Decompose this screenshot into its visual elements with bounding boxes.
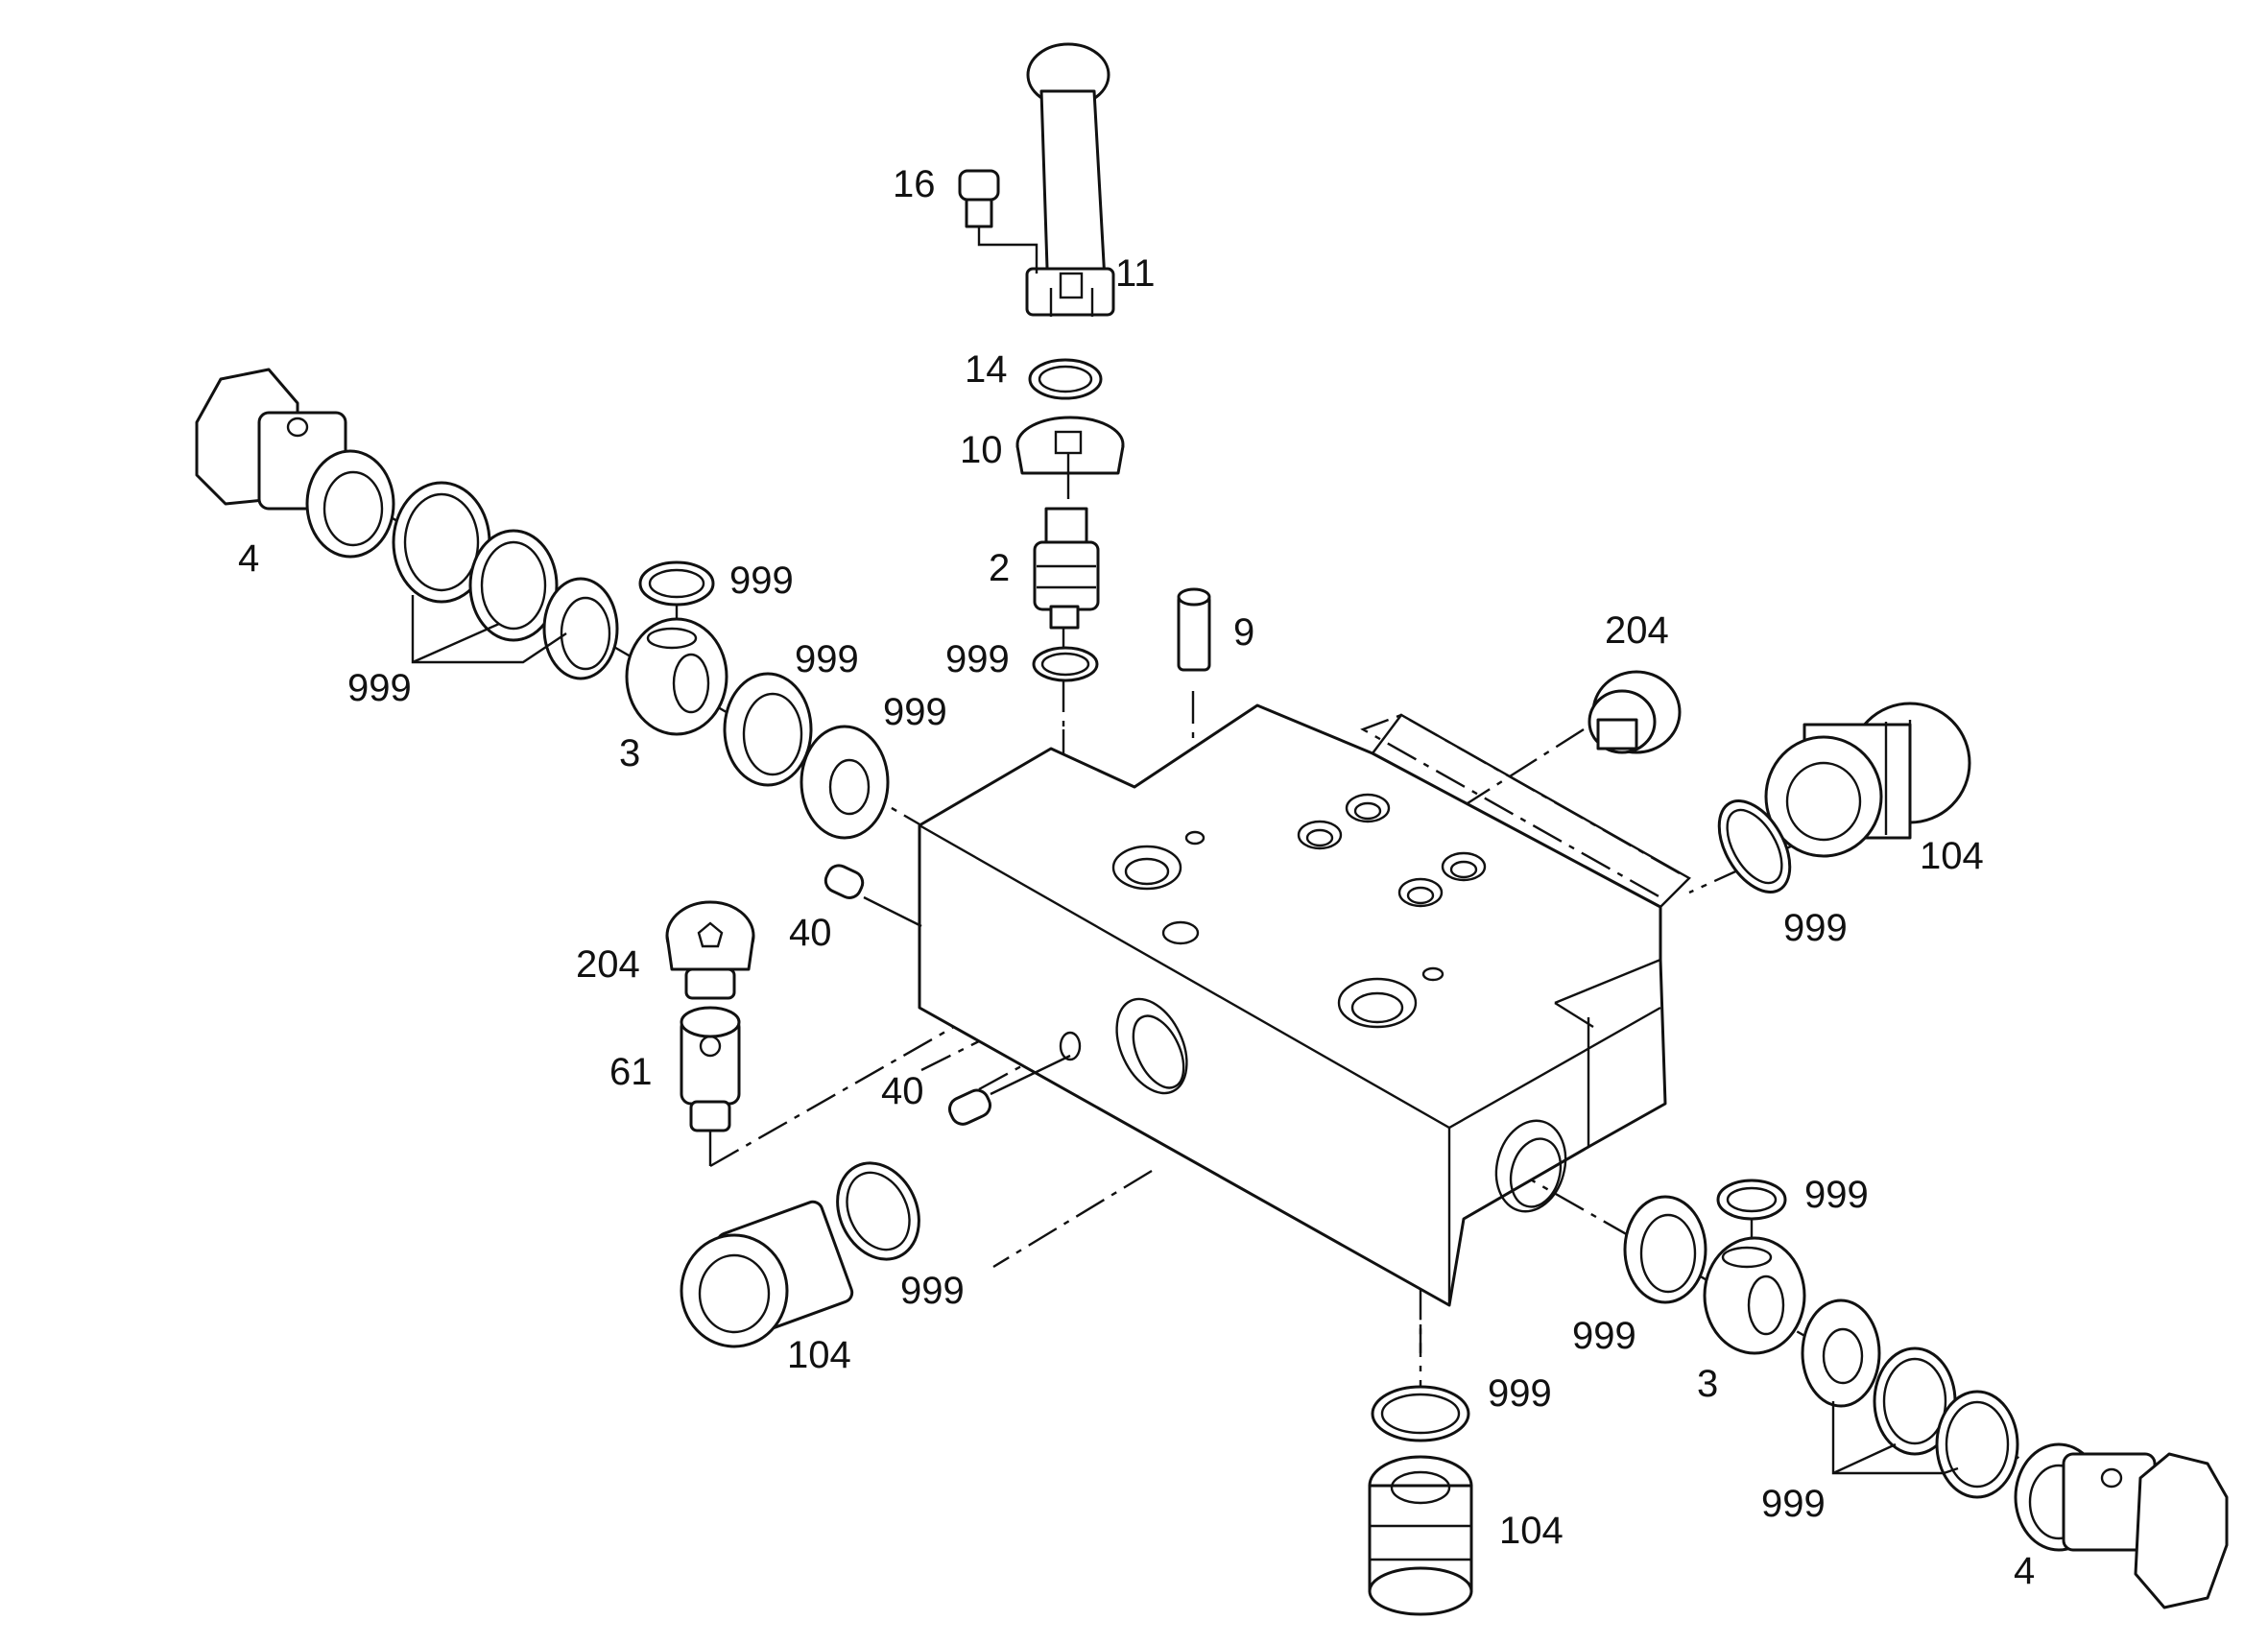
callout-104-right: 104 — [1920, 835, 1984, 877]
callout-104-front: 104 — [787, 1334, 851, 1376]
lever-handle — [1025, 42, 1115, 317]
washer-left — [638, 560, 715, 629]
seal-left-1 — [542, 577, 619, 680]
ball-3-right — [1703, 1236, 1806, 1355]
manifold-block — [918, 703, 1691, 1307]
callout-204-right: 204 — [1605, 609, 1669, 652]
callout-40-upper: 40 — [789, 912, 832, 954]
o-ring-stem — [1032, 646, 1099, 682]
callout-999-left-group: 999 — [347, 667, 412, 709]
callout-16: 16 — [893, 163, 936, 205]
callout-3-left: 3 — [619, 732, 640, 774]
plug-204-right — [1588, 670, 1682, 754]
o-ring-bottom — [1371, 1385, 1470, 1442]
check-valve-61 — [680, 1006, 741, 1166]
callout-999-left-washer: 999 — [729, 560, 794, 602]
callout-999-front: 999 — [900, 1270, 965, 1312]
set-screw-40-upper — [824, 864, 922, 928]
plug-204-left — [665, 900, 755, 1000]
callout-11: 11 — [1115, 252, 1156, 295]
callout-204-left: 204 — [576, 943, 640, 986]
callout-999-stem: 999 — [945, 638, 1010, 680]
o-ring-right — [1717, 799, 1792, 893]
seal-left-2 — [723, 672, 813, 787]
callout-999-left-ring: 999 — [883, 691, 947, 733]
leader-right-group — [1831, 1401, 1959, 1475]
callout-999-right-washer: 999 — [1804, 1174, 1869, 1216]
callout-4-right: 4 — [2014, 1550, 2035, 1592]
callout-3-right: 3 — [1697, 1363, 1718, 1405]
callout-999-left-seal: 999 — [795, 638, 859, 680]
callout-9: 9 — [1233, 611, 1254, 654]
seal-right-1 — [1623, 1195, 1707, 1304]
ring-left — [800, 725, 890, 840]
spool-2 — [1033, 507, 1100, 630]
callout-40-lower: 40 — [881, 1070, 924, 1112]
callout-2: 2 — [989, 547, 1010, 589]
set-screw-40-lower — [947, 1054, 1071, 1126]
callout-10: 10 — [960, 429, 1003, 471]
bolt-16 — [958, 169, 1039, 274]
washer-right — [1716, 1179, 1787, 1243]
callouts: 16 11 14 10 2 999 9 204 104 999 4 999 99… — [238, 163, 2035, 1592]
o-ring-left-2 — [468, 529, 559, 642]
pin-9 — [1177, 587, 1211, 672]
leader-left-group-2 — [412, 622, 500, 664]
callout-999-right-group: 999 — [1761, 1483, 1826, 1525]
callout-4-left: 4 — [238, 537, 259, 580]
callout-14: 14 — [965, 348, 1008, 391]
callout-999-bottom: 999 — [1488, 1372, 1552, 1415]
o-ring-right-2 — [1935, 1390, 2019, 1499]
snap-ring-14 — [1028, 358, 1103, 400]
leader-right-group-2 — [1832, 1442, 1897, 1475]
callout-999-right-seal: 999 — [1572, 1315, 1636, 1357]
callout-61: 61 — [609, 1051, 653, 1093]
fitting-104-right — [1764, 702, 1971, 858]
ring-right — [1801, 1299, 1881, 1408]
detent-plate-10 — [1015, 416, 1125, 499]
leader-left-group — [411, 595, 567, 664]
cartridge-4-left — [195, 368, 395, 559]
o-ring-front — [836, 1161, 920, 1261]
callout-104-bottom: 104 — [1499, 1510, 1564, 1552]
cartridge-4-right — [2014, 1442, 2229, 1609]
fitting-104-front — [680, 1200, 854, 1348]
callout-999-right: 999 — [1783, 907, 1848, 949]
fitting-104-bottom — [1368, 1455, 1473, 1616]
ball-3-left — [625, 617, 728, 736]
